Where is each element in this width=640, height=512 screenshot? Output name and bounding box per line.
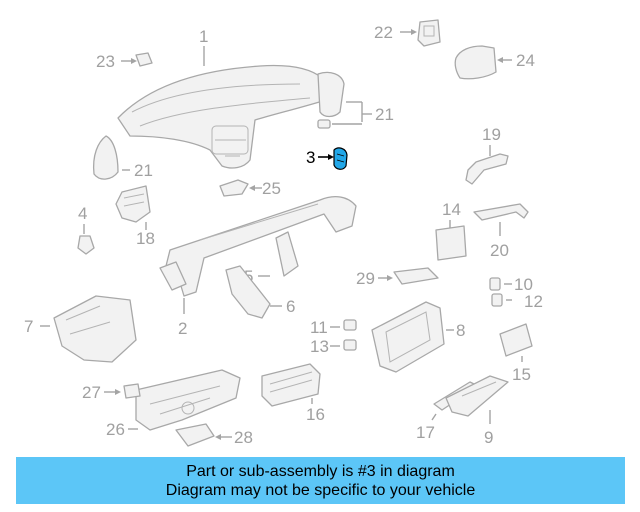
callout-20: 20 (490, 222, 509, 260)
callout-2-label: 2 (178, 319, 187, 338)
part-2-cross-beam[interactable] (159, 195, 357, 297)
callout-7: 7 (24, 317, 50, 336)
callout-19: 19 (482, 125, 501, 156)
callout-23-label: 23 (96, 52, 115, 71)
callout-15: 15 (512, 356, 531, 384)
part-26-lower-trim[interactable] (135, 369, 241, 431)
part-28-pocket[interactable] (175, 423, 215, 447)
part-22-switch[interactable] (417, 19, 441, 47)
info-banner: Part or sub-assembly is #3 in diagram Di… (16, 457, 625, 504)
part-6-support[interactable] (225, 265, 271, 319)
callout-9: 9 (484, 410, 493, 447)
callout-28-label: 28 (234, 428, 253, 447)
part-18-vent[interactable] (115, 185, 151, 223)
callout-21a: 21 (332, 101, 394, 125)
callout-13: 13 (310, 337, 340, 356)
part-24-cover[interactable] (454, 45, 497, 80)
part-10-clip[interactable] (489, 277, 501, 291)
callout-6: 6 (270, 297, 295, 316)
callout-16-label: 16 (306, 405, 325, 424)
callout-3: 3 (306, 148, 334, 167)
part-14-panel[interactable] (435, 225, 467, 261)
callout-25-label: 25 (262, 179, 281, 198)
callout-21b-label: 21 (134, 161, 153, 180)
callout-14: 14 (442, 200, 461, 228)
callout-7-label: 7 (24, 317, 33, 336)
part-19-bracket[interactable] (465, 153, 509, 185)
part-21-side-cover-right[interactable] (317, 71, 345, 129)
callout-10-label: 10 (514, 275, 533, 294)
part-27-clip[interactable] (123, 383, 141, 399)
part-7-lower-panel[interactable] (53, 295, 137, 363)
callout-21b: 21 (122, 161, 153, 180)
part-23-clip[interactable] (135, 52, 153, 67)
part-1-instrument-panel[interactable] (117, 64, 327, 169)
callout-11-label: 11 (310, 318, 328, 337)
part-29-trim[interactable] (393, 267, 439, 285)
callout-6-label: 6 (286, 297, 295, 316)
part-8-center-bezel[interactable] (371, 301, 445, 373)
callout-20-label: 20 (490, 241, 509, 260)
callout-9-label: 9 (484, 428, 493, 447)
callout-21a-label: 21 (375, 105, 394, 124)
callout-16: 16 (306, 398, 325, 424)
part-16-unit[interactable] (261, 363, 321, 407)
callout-29: 29 (356, 269, 393, 288)
callout-28: 28 (215, 428, 253, 447)
callout-22-label: 22 (374, 23, 393, 42)
banner-line-2: Diagram may not be specific to your vehi… (165, 481, 476, 499)
callout-14-label: 14 (442, 200, 461, 219)
callout-29-label: 29 (356, 269, 375, 288)
callout-1: 1 (199, 27, 208, 66)
callout-17: 17 (416, 413, 437, 442)
callout-25: 25 (249, 179, 281, 198)
callout-18-label: 18 (136, 229, 155, 248)
callout-24-label: 24 (516, 51, 535, 70)
callout-22: 22 (374, 23, 417, 42)
callout-10: 10 (504, 275, 533, 294)
callout-3-label: 3 (306, 148, 315, 167)
part-12-clip[interactable] (491, 293, 503, 307)
callout-1-label: 1 (199, 27, 208, 46)
callout-4-label: 4 (78, 204, 87, 223)
part-21-side-cover-left[interactable] (92, 135, 119, 180)
callout-26: 26 (106, 420, 138, 439)
callout-2: 2 (178, 298, 187, 338)
part-20-grab-handle[interactable] (473, 203, 529, 221)
callout-11: 11 (310, 318, 340, 337)
callout-23: 23 (96, 52, 137, 71)
callout-12: 12 (506, 292, 543, 311)
exploded-parts-diagram: 1 23 21 21 3 22 (24, 19, 543, 447)
callout-26-label: 26 (106, 420, 125, 439)
part-4-bracket[interactable] (77, 235, 95, 255)
callout-19-label: 19 (482, 125, 501, 144)
part-5-brace[interactable] (275, 231, 299, 277)
part-15-plate[interactable] (499, 323, 533, 357)
part-9-door[interactable] (445, 375, 509, 417)
callout-15-label: 15 (512, 365, 531, 384)
callout-27-label: 27 (82, 383, 101, 402)
part-13-part[interactable] (343, 339, 357, 351)
callout-8: 8 (446, 321, 465, 340)
callout-12-label: 12 (524, 292, 543, 311)
callout-8-label: 8 (456, 321, 465, 340)
banner-line-1: Part or sub-assembly is #3 in diagram (186, 462, 455, 480)
part-25-bracket[interactable] (219, 179, 249, 197)
part-3-highlighted[interactable] (333, 147, 348, 170)
callout-4: 4 (78, 204, 87, 234)
callout-24: 24 (497, 51, 535, 70)
callout-17-label: 17 (416, 423, 435, 442)
callout-13-label: 13 (310, 337, 329, 356)
part-11-part[interactable] (343, 319, 357, 331)
callout-27: 27 (82, 383, 121, 402)
callout-18: 18 (136, 222, 155, 248)
